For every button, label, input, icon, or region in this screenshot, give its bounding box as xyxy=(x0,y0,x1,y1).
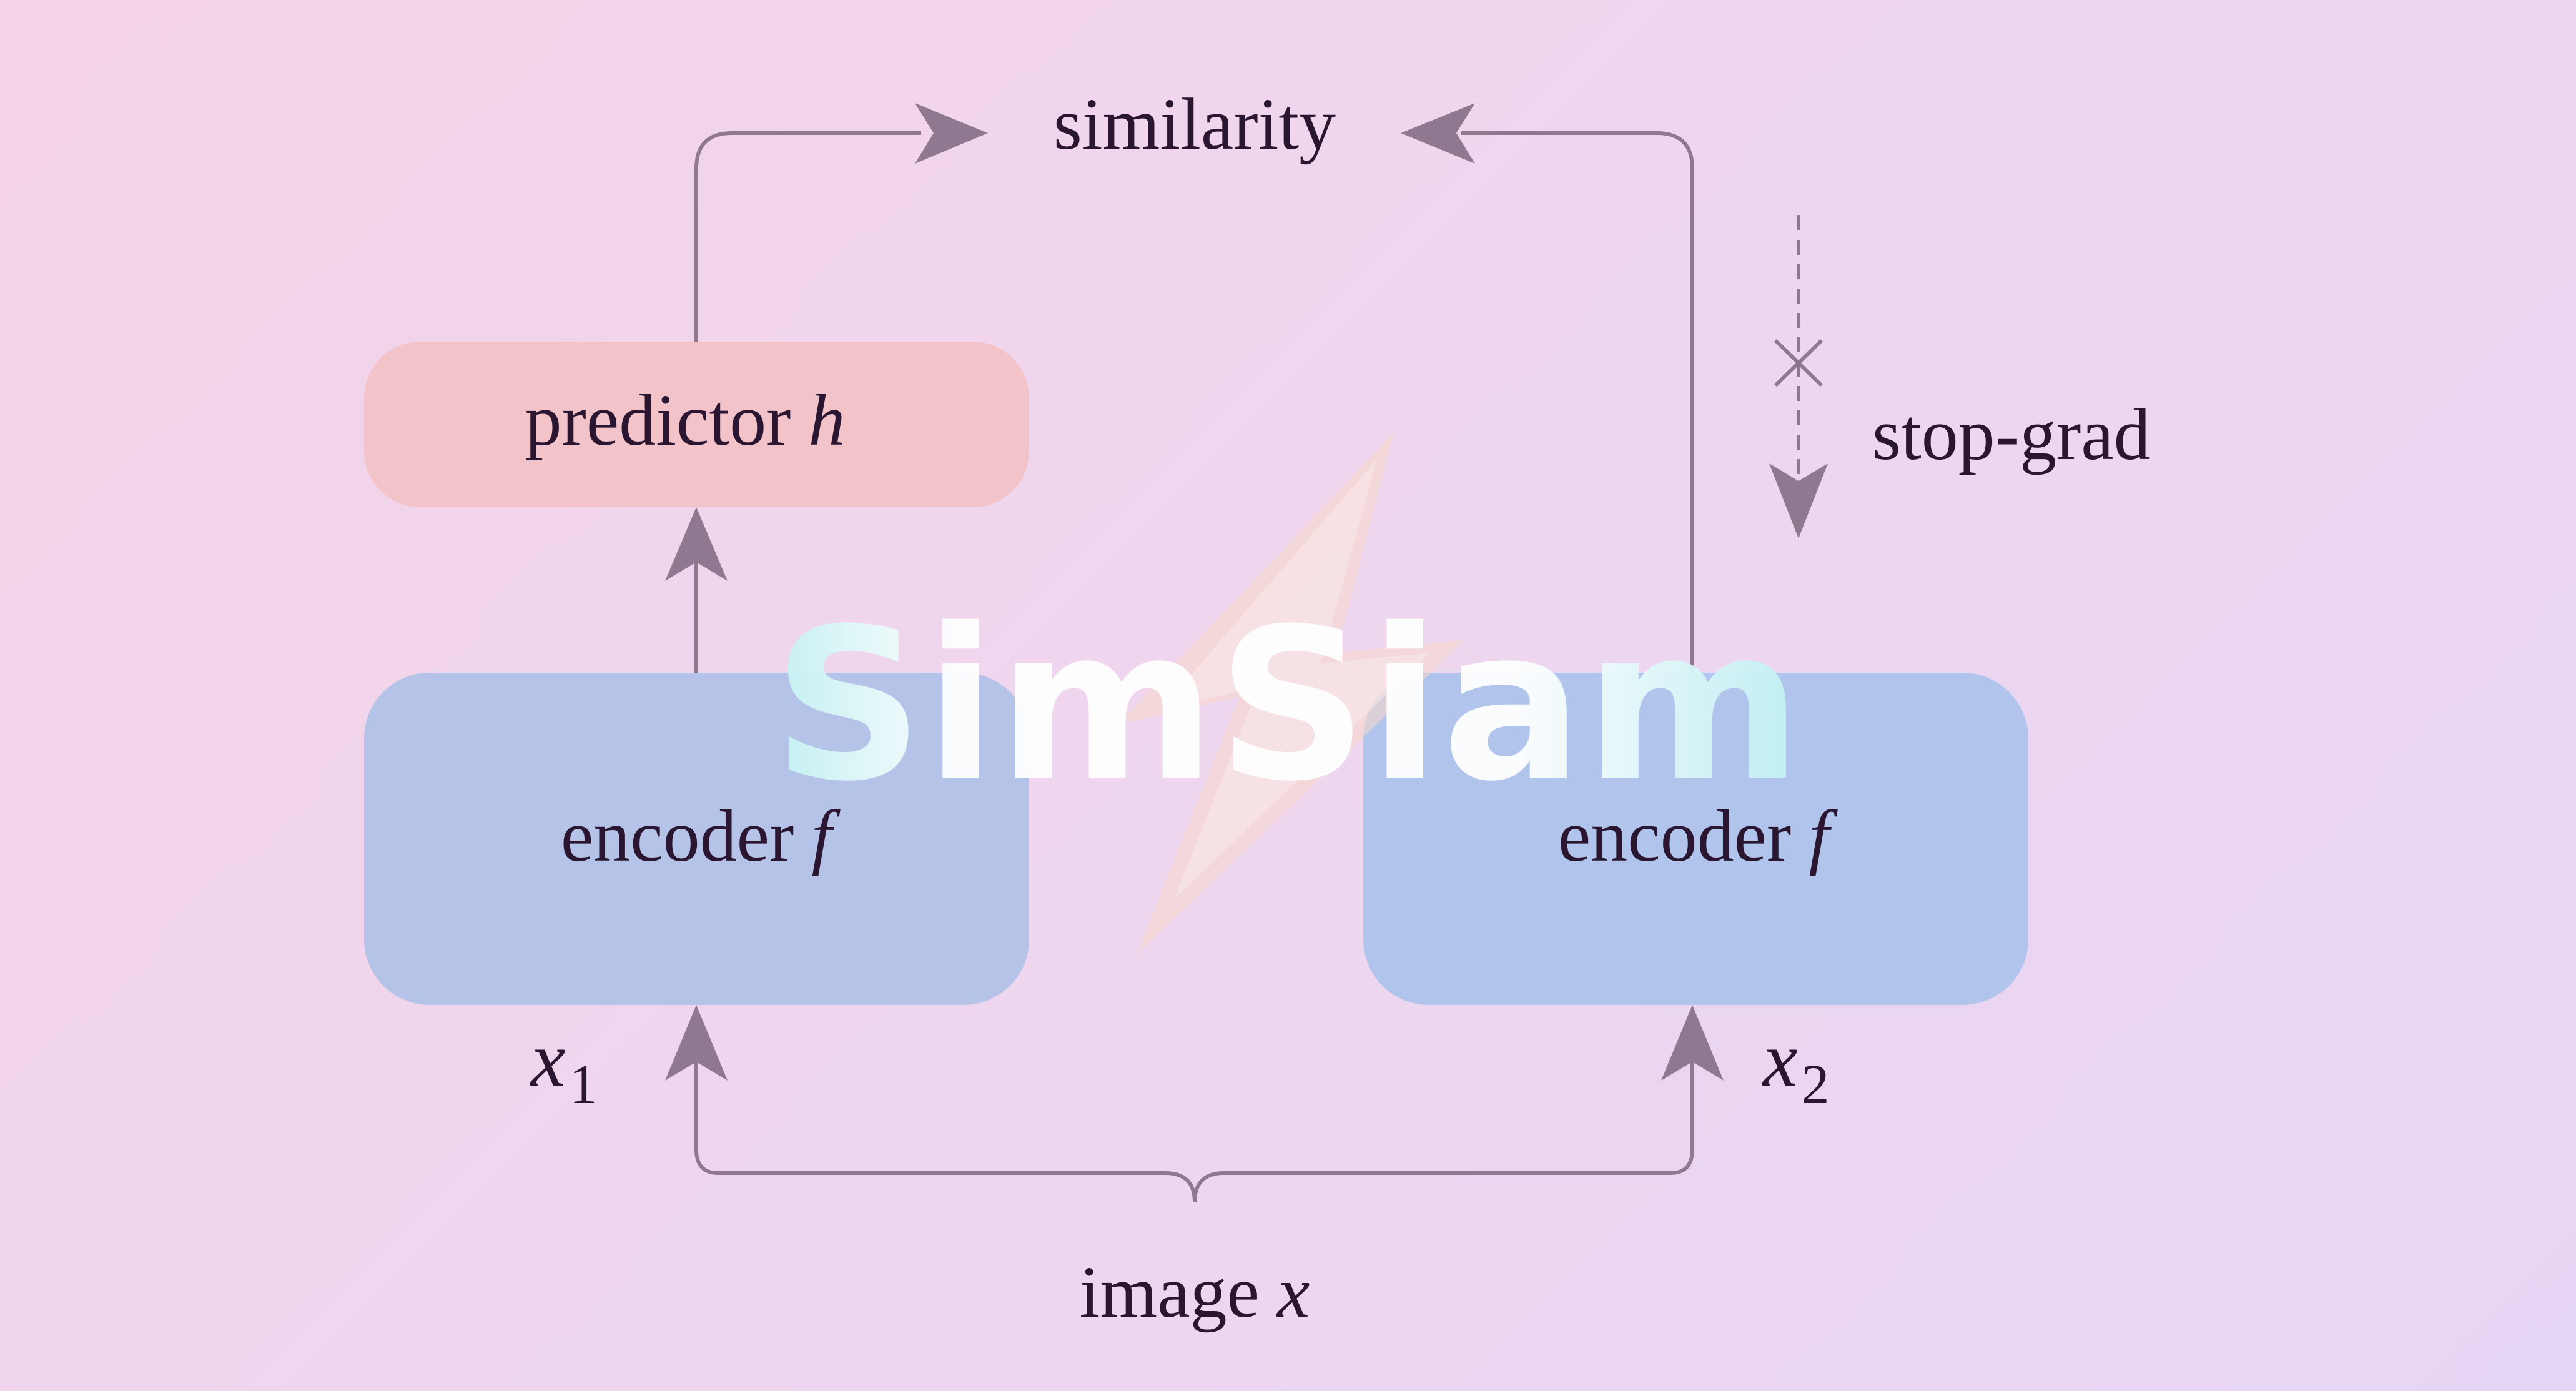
arrowhead-right-to-similarity xyxy=(915,103,988,164)
lightning-bolt-icon xyxy=(1118,432,1464,954)
encoder-box-left xyxy=(364,673,1029,1005)
predictor-word: predictor xyxy=(525,379,791,461)
simsiam-logo: SimSiam xyxy=(773,432,1804,954)
encoder-left-word: encoder xyxy=(561,795,794,877)
arrowhead-up-to-encoder-left xyxy=(665,1005,728,1081)
arrowhead-up-to-predictor xyxy=(665,507,728,581)
predictor-box xyxy=(364,342,1029,507)
predictor-to-similarity-line xyxy=(694,131,921,342)
predictor-var: h xyxy=(808,379,845,461)
logo-text: SimSiam xyxy=(773,584,1804,828)
stop-grad-arrowhead-down xyxy=(1769,463,1828,538)
image-var: x xyxy=(1276,1251,1310,1333)
image-brace xyxy=(694,1062,1694,1203)
view-right-sub: 2 xyxy=(1801,1054,1829,1116)
view-right-label: x2 xyxy=(1762,1017,1829,1116)
stop-grad-label: stop-grad xyxy=(1872,394,2151,475)
view-right-var: x xyxy=(1762,1017,1797,1103)
view-left-var: x xyxy=(530,1017,565,1103)
stop-grad-cross-icon xyxy=(1774,339,1823,387)
image-word: image xyxy=(1080,1251,1260,1333)
view-left-label: x1 xyxy=(530,1017,597,1116)
lightning-bolt-glow xyxy=(1162,459,1430,899)
view-left-sub: 1 xyxy=(569,1054,597,1116)
encoder-to-similarity-line xyxy=(1461,131,1694,673)
arrowhead-up-to-encoder-right xyxy=(1661,1005,1724,1081)
similarity-label: similarity xyxy=(1054,83,1336,165)
encoder-box-right xyxy=(1363,673,2028,1005)
arrowhead-left-to-similarity xyxy=(1401,103,1475,164)
encoder-right-word: encoder xyxy=(1558,795,1791,877)
